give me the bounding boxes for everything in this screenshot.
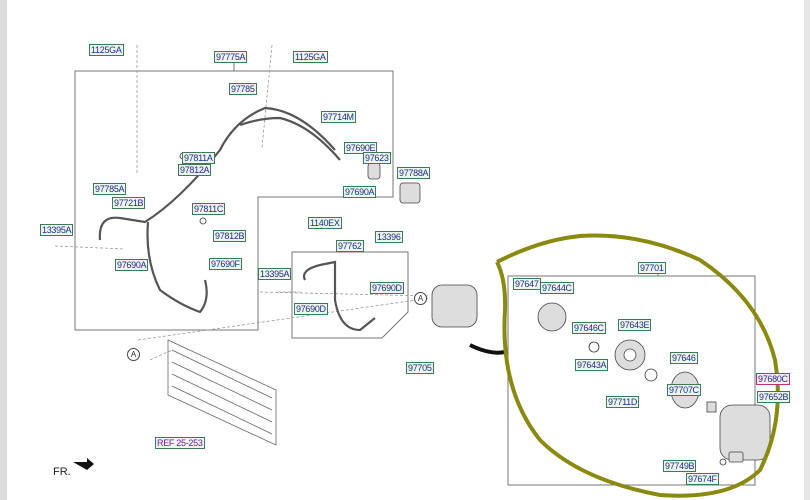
part-label[interactable]: 97643E <box>618 319 652 331</box>
part-label[interactable]: 97749B <box>663 460 697 472</box>
part-label[interactable]: 97690D <box>294 303 328 315</box>
right-edge <box>804 0 810 500</box>
connection-marker-a: A <box>414 292 427 305</box>
part-label[interactable]: 97714M <box>321 111 356 123</box>
part-label[interactable]: 97705 <box>406 362 434 374</box>
callout-arrow <box>469 343 506 355</box>
part-label[interactable]: 97762 <box>336 240 364 252</box>
bearing <box>706 401 717 413</box>
part-label[interactable]: 97623 <box>363 152 391 164</box>
part-label-highlighted[interactable]: 97680C <box>756 373 790 385</box>
part-label[interactable]: 1125GA <box>293 51 328 63</box>
part-label[interactable]: 97701 <box>638 262 666 274</box>
part-label[interactable]: 97811C <box>192 203 226 215</box>
left-edge <box>0 0 7 500</box>
part-label[interactable]: 97785 <box>229 83 257 95</box>
part-label[interactable]: 97690A <box>343 186 377 198</box>
part-label[interactable]: 97690F <box>209 258 242 270</box>
group-box-97762 <box>291 251 409 339</box>
part-label[interactable]: 97674F <box>686 473 719 485</box>
part-label[interactable]: 13395A <box>258 268 292 280</box>
compressor-small <box>431 284 478 328</box>
part-label[interactable]: 97647 <box>513 278 541 290</box>
part-label[interactable]: 97711D <box>606 396 640 408</box>
part-label[interactable]: 97646C <box>572 322 606 334</box>
part-label[interactable]: 97643A <box>575 359 609 371</box>
group-box-97701 <box>507 275 756 486</box>
part-label[interactable]: 97644C <box>540 282 574 294</box>
highlight-circle <box>495 233 780 498</box>
group-box-97775a <box>74 70 394 331</box>
part-label[interactable]: 1140EX <box>308 217 342 229</box>
part-97788a <box>399 182 421 204</box>
part-label[interactable]: 97707C <box>667 384 701 396</box>
connection-marker-a: A <box>127 348 140 361</box>
part-label[interactable]: 97785A <box>93 183 127 195</box>
front-indicator: FR. <box>53 466 71 478</box>
valve <box>728 451 744 463</box>
part-label[interactable]: 97721B <box>112 197 146 209</box>
clutch-hub <box>537 302 567 332</box>
part-label[interactable]: 97690E <box>344 142 378 154</box>
part-label[interactable]: 97812A <box>178 164 212 176</box>
part-label[interactable]: 97811A <box>182 152 215 164</box>
part-label[interactable]: 97652B <box>757 391 791 403</box>
ref-label[interactable]: REF 25-253 <box>155 437 205 449</box>
part-label[interactable]: 13395A <box>40 224 74 236</box>
part-label[interactable]: 97690A <box>115 259 149 271</box>
part-label[interactable]: 97775A <box>214 51 248 63</box>
part-label[interactable]: 1125GA <box>89 44 124 56</box>
compressor-large <box>719 404 771 461</box>
front-arrow-icon <box>73 458 94 470</box>
part-label[interactable]: 97788A <box>397 167 431 179</box>
part-label[interactable]: 13396 <box>375 231 403 243</box>
part-label[interactable]: 97690D <box>370 282 404 294</box>
condenser <box>167 339 277 446</box>
part-label[interactable]: 97812B <box>213 230 247 242</box>
part-label[interactable]: 97646 <box>670 352 698 364</box>
